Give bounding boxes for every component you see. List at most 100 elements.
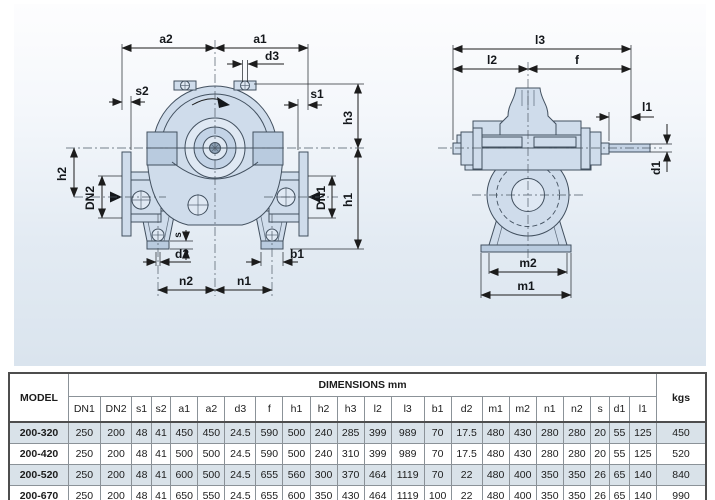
dimension-cell: 655 bbox=[255, 485, 284, 500]
pump-side-view: l3 l2 f l1 d1 m2 m1 bbox=[438, 33, 672, 299]
model-header: MODEL bbox=[8, 372, 69, 423]
col-header-d2: d2 bbox=[450, 396, 483, 423]
dimension-cell: 26 bbox=[589, 485, 611, 500]
model-cell: 200-520 bbox=[8, 464, 69, 486]
dimension-cell: 200 bbox=[99, 421, 133, 444]
weight-cell: 990 bbox=[656, 485, 707, 500]
col-header-l2: l2 bbox=[363, 396, 392, 423]
dimension-cell: 480 bbox=[481, 421, 510, 444]
dim-label-b1: b1 bbox=[290, 247, 304, 261]
dimension-cell: 24.5 bbox=[224, 421, 257, 444]
dimension-cell: 17.5 bbox=[450, 443, 483, 465]
dimension-cell: 200 bbox=[99, 464, 133, 486]
discharge-neck bbox=[499, 87, 557, 136]
dimension-cell: 65 bbox=[609, 485, 630, 500]
dimension-cell: 350 bbox=[535, 464, 564, 486]
dimension-cell: 140 bbox=[628, 464, 658, 486]
dimension-cell: 300 bbox=[309, 464, 338, 486]
dimension-cell: 430 bbox=[508, 421, 537, 444]
dimension-cell: 464 bbox=[363, 464, 392, 486]
dimension-cell: 500 bbox=[197, 443, 226, 465]
model-cell: 200-670 bbox=[8, 485, 69, 500]
baseplate bbox=[480, 244, 572, 253]
dimension-cell: 310 bbox=[336, 443, 365, 465]
dimension-cell: 20 bbox=[589, 443, 611, 465]
dimension-cell: 350 bbox=[535, 485, 564, 500]
dim-label-s: s bbox=[173, 232, 184, 238]
dimensions-table-wrap: MODEL DIMENSIONS mm kgs DN1 DN2 s1 s2 a1… bbox=[8, 372, 707, 500]
dimension-cell: 280 bbox=[562, 421, 591, 444]
col-header-d3: d3 bbox=[224, 396, 257, 423]
dimension-cell: 400 bbox=[508, 485, 537, 500]
dimension-cell: 350 bbox=[562, 485, 591, 500]
dimension-cell: 500 bbox=[170, 443, 199, 465]
dimension-cell: 430 bbox=[336, 485, 365, 500]
dimension-cell: 65 bbox=[609, 464, 630, 486]
dimension-cell: 55 bbox=[609, 421, 630, 444]
dimension-cell: 1119 bbox=[390, 464, 425, 486]
col-header-s2: s2 bbox=[150, 396, 172, 423]
rotation-arrow-icon bbox=[191, 97, 230, 108]
dimension-cell: 22 bbox=[450, 464, 483, 486]
col-header-f: f bbox=[255, 396, 284, 423]
discharge-flange bbox=[298, 151, 309, 237]
dimension-cell: 285 bbox=[336, 421, 365, 444]
dimension-cell: 500 bbox=[282, 421, 311, 444]
dimension-cell: 989 bbox=[390, 443, 425, 465]
model-cell: 200-320 bbox=[8, 421, 69, 444]
dim-label-h1: h1 bbox=[341, 193, 355, 207]
dim-label-m2: m2 bbox=[519, 256, 537, 270]
dimension-cell: 550 bbox=[197, 485, 226, 500]
dimension-cell: 70 bbox=[423, 464, 452, 486]
dimension-cell: 24.5 bbox=[224, 464, 257, 486]
dim-label-l2: l2 bbox=[487, 53, 497, 67]
weight-cell: 450 bbox=[656, 421, 707, 444]
dim-label-l1: l1 bbox=[642, 100, 652, 114]
col-header-s: s bbox=[589, 396, 611, 423]
dimension-cell: 399 bbox=[363, 443, 392, 465]
col-header-h2: h2 bbox=[309, 396, 338, 423]
dimension-cell: 430 bbox=[508, 443, 537, 465]
dimension-cell: 100 bbox=[423, 485, 452, 500]
dimension-cell: 989 bbox=[390, 421, 425, 444]
dimension-cell: 370 bbox=[336, 464, 365, 486]
dim-label-d2: d2 bbox=[175, 247, 189, 261]
dim-label-n2: n2 bbox=[179, 274, 193, 288]
dimension-cell: 450 bbox=[170, 421, 199, 444]
dimension-cell: 590 bbox=[255, 443, 284, 465]
dimension-cell: 399 bbox=[363, 421, 392, 444]
dimension-cell: 41 bbox=[150, 421, 172, 444]
col-header-m1: m1 bbox=[481, 396, 510, 423]
dimension-cell: 22 bbox=[450, 485, 483, 500]
col-header-n2: n2 bbox=[562, 396, 591, 423]
col-header-a1: a1 bbox=[170, 396, 199, 423]
dimension-cell: 280 bbox=[535, 443, 564, 465]
dim-label-m1: m1 bbox=[517, 279, 535, 293]
dimension-cell: 240 bbox=[309, 443, 338, 465]
col-header-b1: b1 bbox=[423, 396, 452, 423]
dim-label-a2: a2 bbox=[159, 32, 173, 46]
dimension-cell: 41 bbox=[150, 443, 172, 465]
pump-front-view: a2 a1 d3 s2 s1 h3 h1 h2 DN2 DN1 s d2 b1 … bbox=[55, 32, 364, 296]
dimension-cell: 48 bbox=[131, 443, 152, 465]
dim-label-n1: n1 bbox=[237, 274, 251, 288]
suction-flange bbox=[121, 151, 132, 237]
dimension-cell: 500 bbox=[197, 464, 226, 486]
col-header-h1: h1 bbox=[282, 396, 311, 423]
dim-label-dn2: DN2 bbox=[83, 186, 97, 210]
dimension-cell: 600 bbox=[170, 464, 199, 486]
dim-label-dn1: DN1 bbox=[314, 186, 328, 210]
dimensions-table: MODEL DIMENSIONS mm kgs DN1 DN2 s1 s2 a1… bbox=[8, 372, 707, 500]
dim-label-f: f bbox=[575, 53, 580, 67]
dimension-cell: 250 bbox=[68, 421, 101, 444]
dimension-cell: 280 bbox=[535, 421, 564, 444]
dim-label-l3: l3 bbox=[535, 33, 545, 47]
dimension-cell: 350 bbox=[562, 464, 591, 486]
dimension-cell: 55 bbox=[609, 443, 630, 465]
dimension-cell: 140 bbox=[628, 485, 658, 500]
